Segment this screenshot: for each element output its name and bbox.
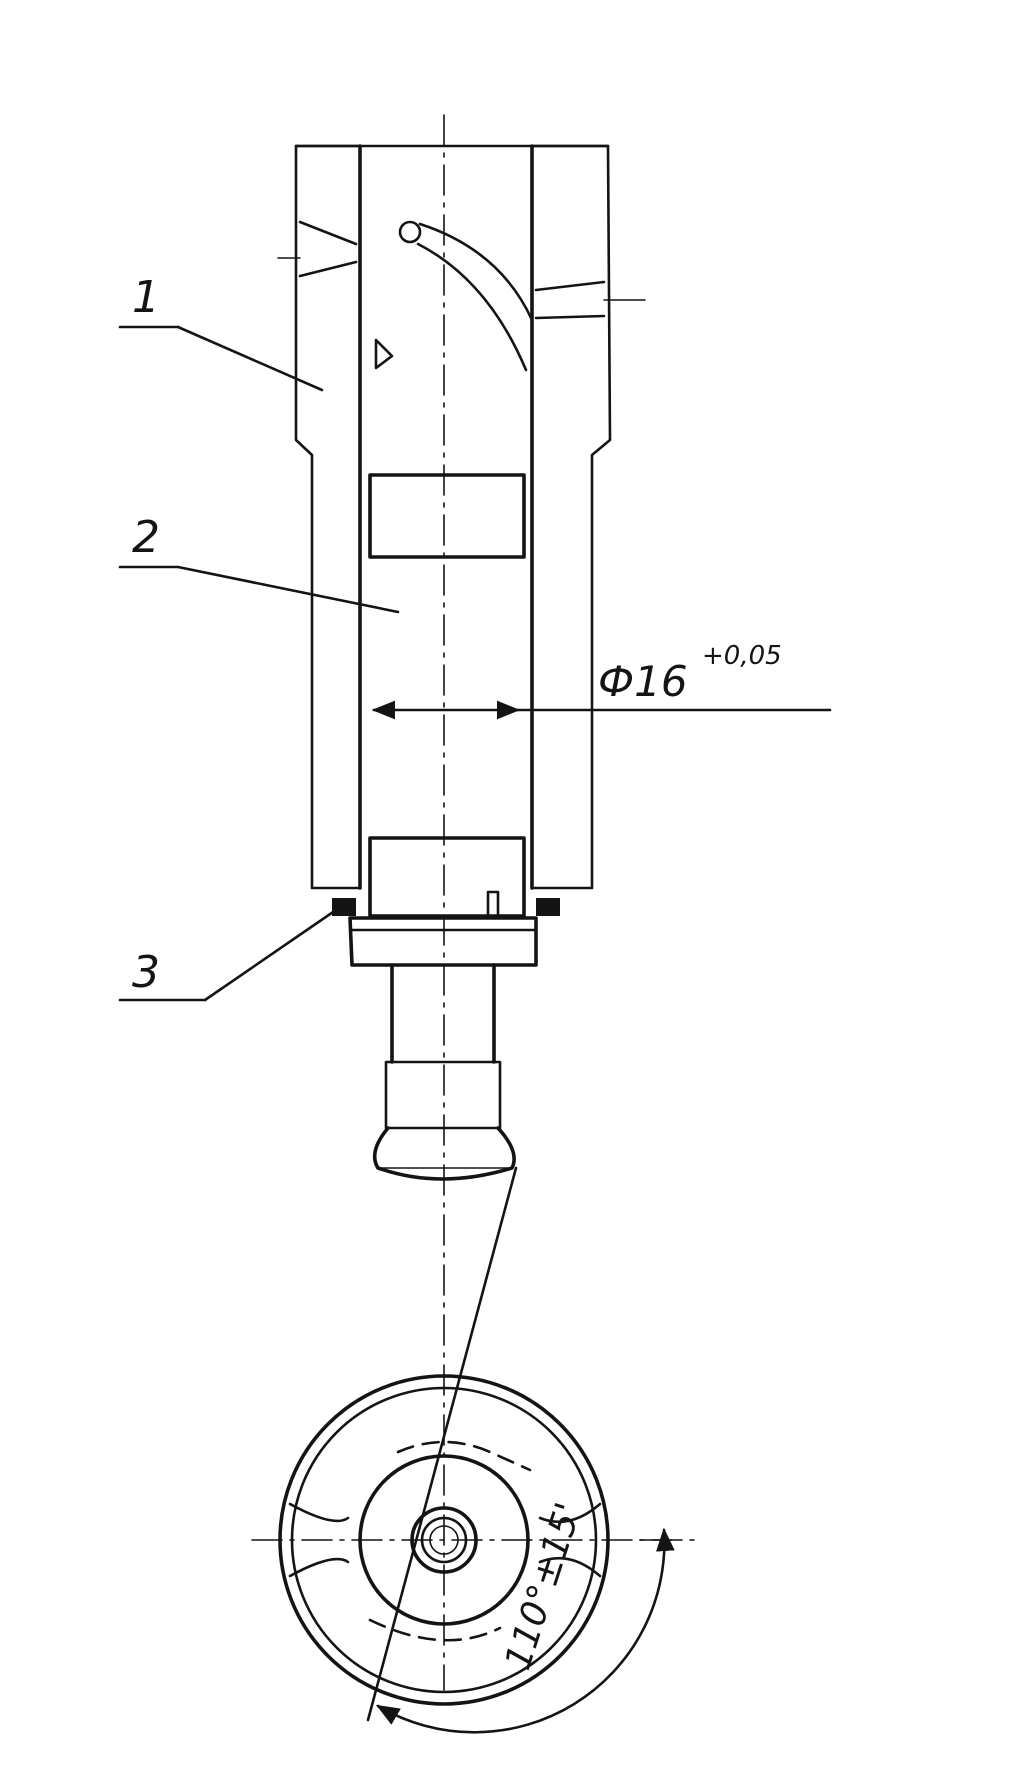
helix-edge (418, 222, 534, 322)
angle-arc (375, 1527, 675, 1734)
seal-ring (332, 898, 560, 916)
plunger-collar (348, 916, 538, 967)
callout-1-label: 1 (132, 272, 160, 323)
diameter-tolerance-label: +0,05 (702, 641, 782, 671)
end-view (251, 1166, 701, 1734)
barrel-right-wall (530, 144, 612, 890)
plunger-stem (390, 963, 496, 1064)
callout-2-label: 2 (132, 512, 160, 563)
barrel-left-wall (294, 144, 362, 890)
left-port (298, 220, 358, 278)
callout-3-label: 3 (132, 947, 160, 998)
angle-label: 110°±15' (498, 1498, 590, 1675)
plunger-head (372, 1126, 516, 1181)
diameter-label: Ф16 (598, 657, 688, 706)
upper-land (368, 473, 526, 559)
barrel-section (277, 144, 646, 890)
right-port (534, 280, 606, 320)
plunger (348, 220, 538, 1181)
leaders (118, 325, 400, 1002)
helix-angle-line (366, 1166, 518, 1722)
lower-land (368, 836, 526, 918)
plunger-hole (398, 220, 422, 244)
